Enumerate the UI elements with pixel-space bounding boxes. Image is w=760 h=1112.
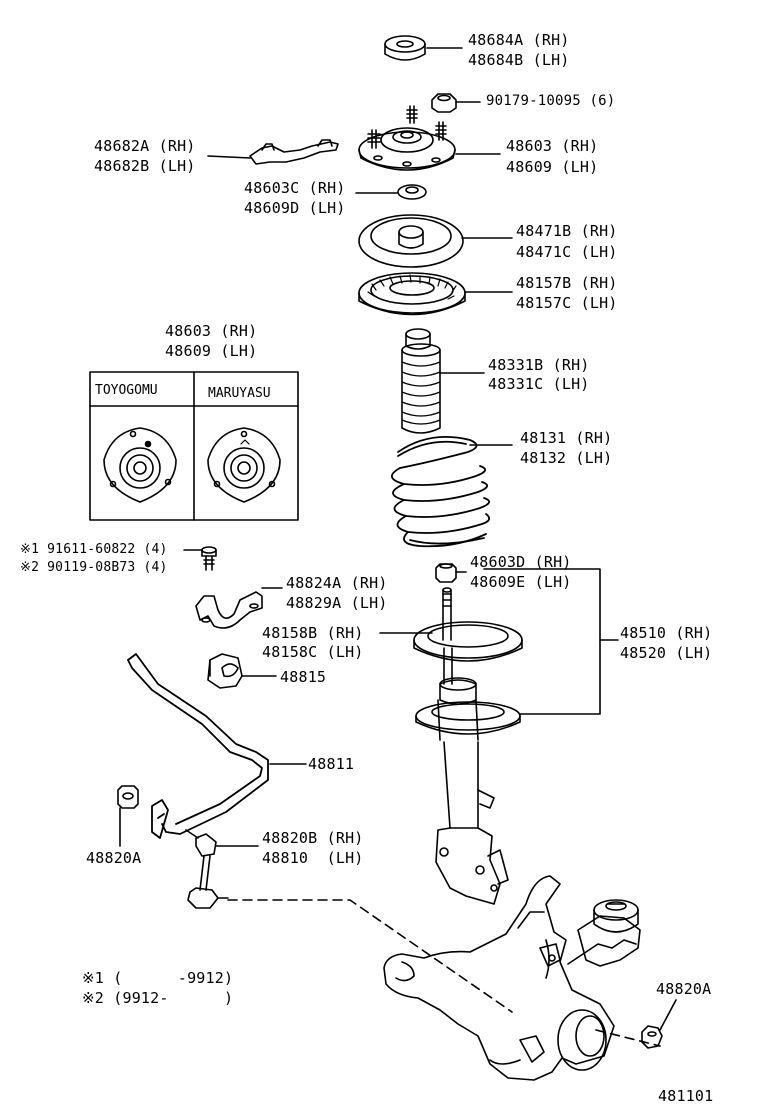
label-48520: 48520 (LH) [620, 644, 713, 662]
mount-variants-inset [89, 371, 299, 521]
bump-stopper [401, 328, 441, 434]
label-48158b: 48158B (RH) [262, 624, 364, 642]
label-bolt-ref-1: ※1 91611-60822 (4) [20, 542, 168, 557]
label-48157c: 48157C (LH) [516, 294, 618, 312]
stabilizer-bar [127, 653, 269, 839]
mount-bracket [249, 139, 339, 165]
note-1: ※1 ( -9912) [82, 969, 234, 987]
note-2: ※2 (9912- ) [82, 989, 234, 1007]
stabilizer-link-nut-right [641, 1025, 663, 1049]
label-48684a: 48684A (RH) [468, 31, 570, 49]
label-48609-top: 48609 (LH) [506, 158, 599, 176]
label-48603c: 48603C (RH) [244, 179, 346, 197]
label-48609-inset: 48609 (LH) [165, 342, 258, 360]
label-48471b: 48471B (RH) [516, 222, 618, 240]
diagram-number: 481101 [658, 1087, 714, 1105]
label-48824a: 48824A (RH) [286, 574, 388, 592]
label-48603d: 48603D (RH) [470, 553, 572, 571]
label-48331c: 48331C (LH) [488, 375, 590, 393]
label-48815: 48815 [280, 668, 327, 686]
spring-insulator [358, 272, 466, 316]
label-48157b: 48157B (RH) [516, 274, 618, 292]
strut-cap [384, 35, 426, 61]
stabilizer-link [185, 829, 229, 909]
strut-mount [358, 105, 456, 171]
label-48609d: 48609D (LH) [244, 199, 346, 217]
label-48682b: 48682B (LH) [94, 157, 196, 175]
label-48331b: 48331B (RH) [488, 356, 590, 374]
piston-rod-nut [435, 563, 457, 583]
label-48158c: 48158C (LH) [262, 643, 364, 661]
label-48684b: 48684B (LH) [468, 51, 570, 69]
label-48682a: 48682A (RH) [94, 137, 196, 155]
label-48829a: 48829A (LH) [286, 594, 388, 612]
label-48609e: 48609E (LH) [470, 573, 572, 591]
mount-nut [431, 93, 457, 113]
label-48603-inset: 48603 (RH) [165, 322, 258, 340]
label-90179: 90179-10095 (6) [486, 93, 616, 109]
shock-absorber [413, 587, 523, 905]
stabilizer-bracket-bolt [201, 546, 217, 571]
coil-spring [391, 435, 491, 548]
label-48820a-right: 48820A [656, 980, 712, 998]
stabilizer-bracket [195, 591, 263, 629]
label-48131: 48131 (RH) [520, 429, 613, 447]
upper-spring-seat [358, 214, 464, 268]
stabilizer-link-nut-left [117, 785, 139, 809]
label-48811: 48811 [308, 755, 355, 773]
label-bolt-ref-2: ※2 90119-08B73 (4) [20, 560, 168, 575]
label-48471c: 48471C (LH) [516, 243, 618, 261]
label-48132: 48132 (LH) [520, 449, 613, 467]
label-48820a-left: 48820A [86, 849, 142, 867]
bearing-washer [397, 184, 427, 200]
stabilizer-bushing [207, 653, 243, 689]
inset-header-toyogomu: TOYOGOMU [95, 383, 158, 398]
label-48810: 48810 (LH) [262, 849, 364, 867]
label-48820b: 48820B (RH) [262, 829, 364, 847]
label-48603-top: 48603 (RH) [506, 137, 599, 155]
label-48510: 48510 (RH) [620, 624, 713, 642]
inset-header-maruyasu: MARUYASU [208, 386, 271, 401]
steering-knuckle [383, 875, 641, 1081]
